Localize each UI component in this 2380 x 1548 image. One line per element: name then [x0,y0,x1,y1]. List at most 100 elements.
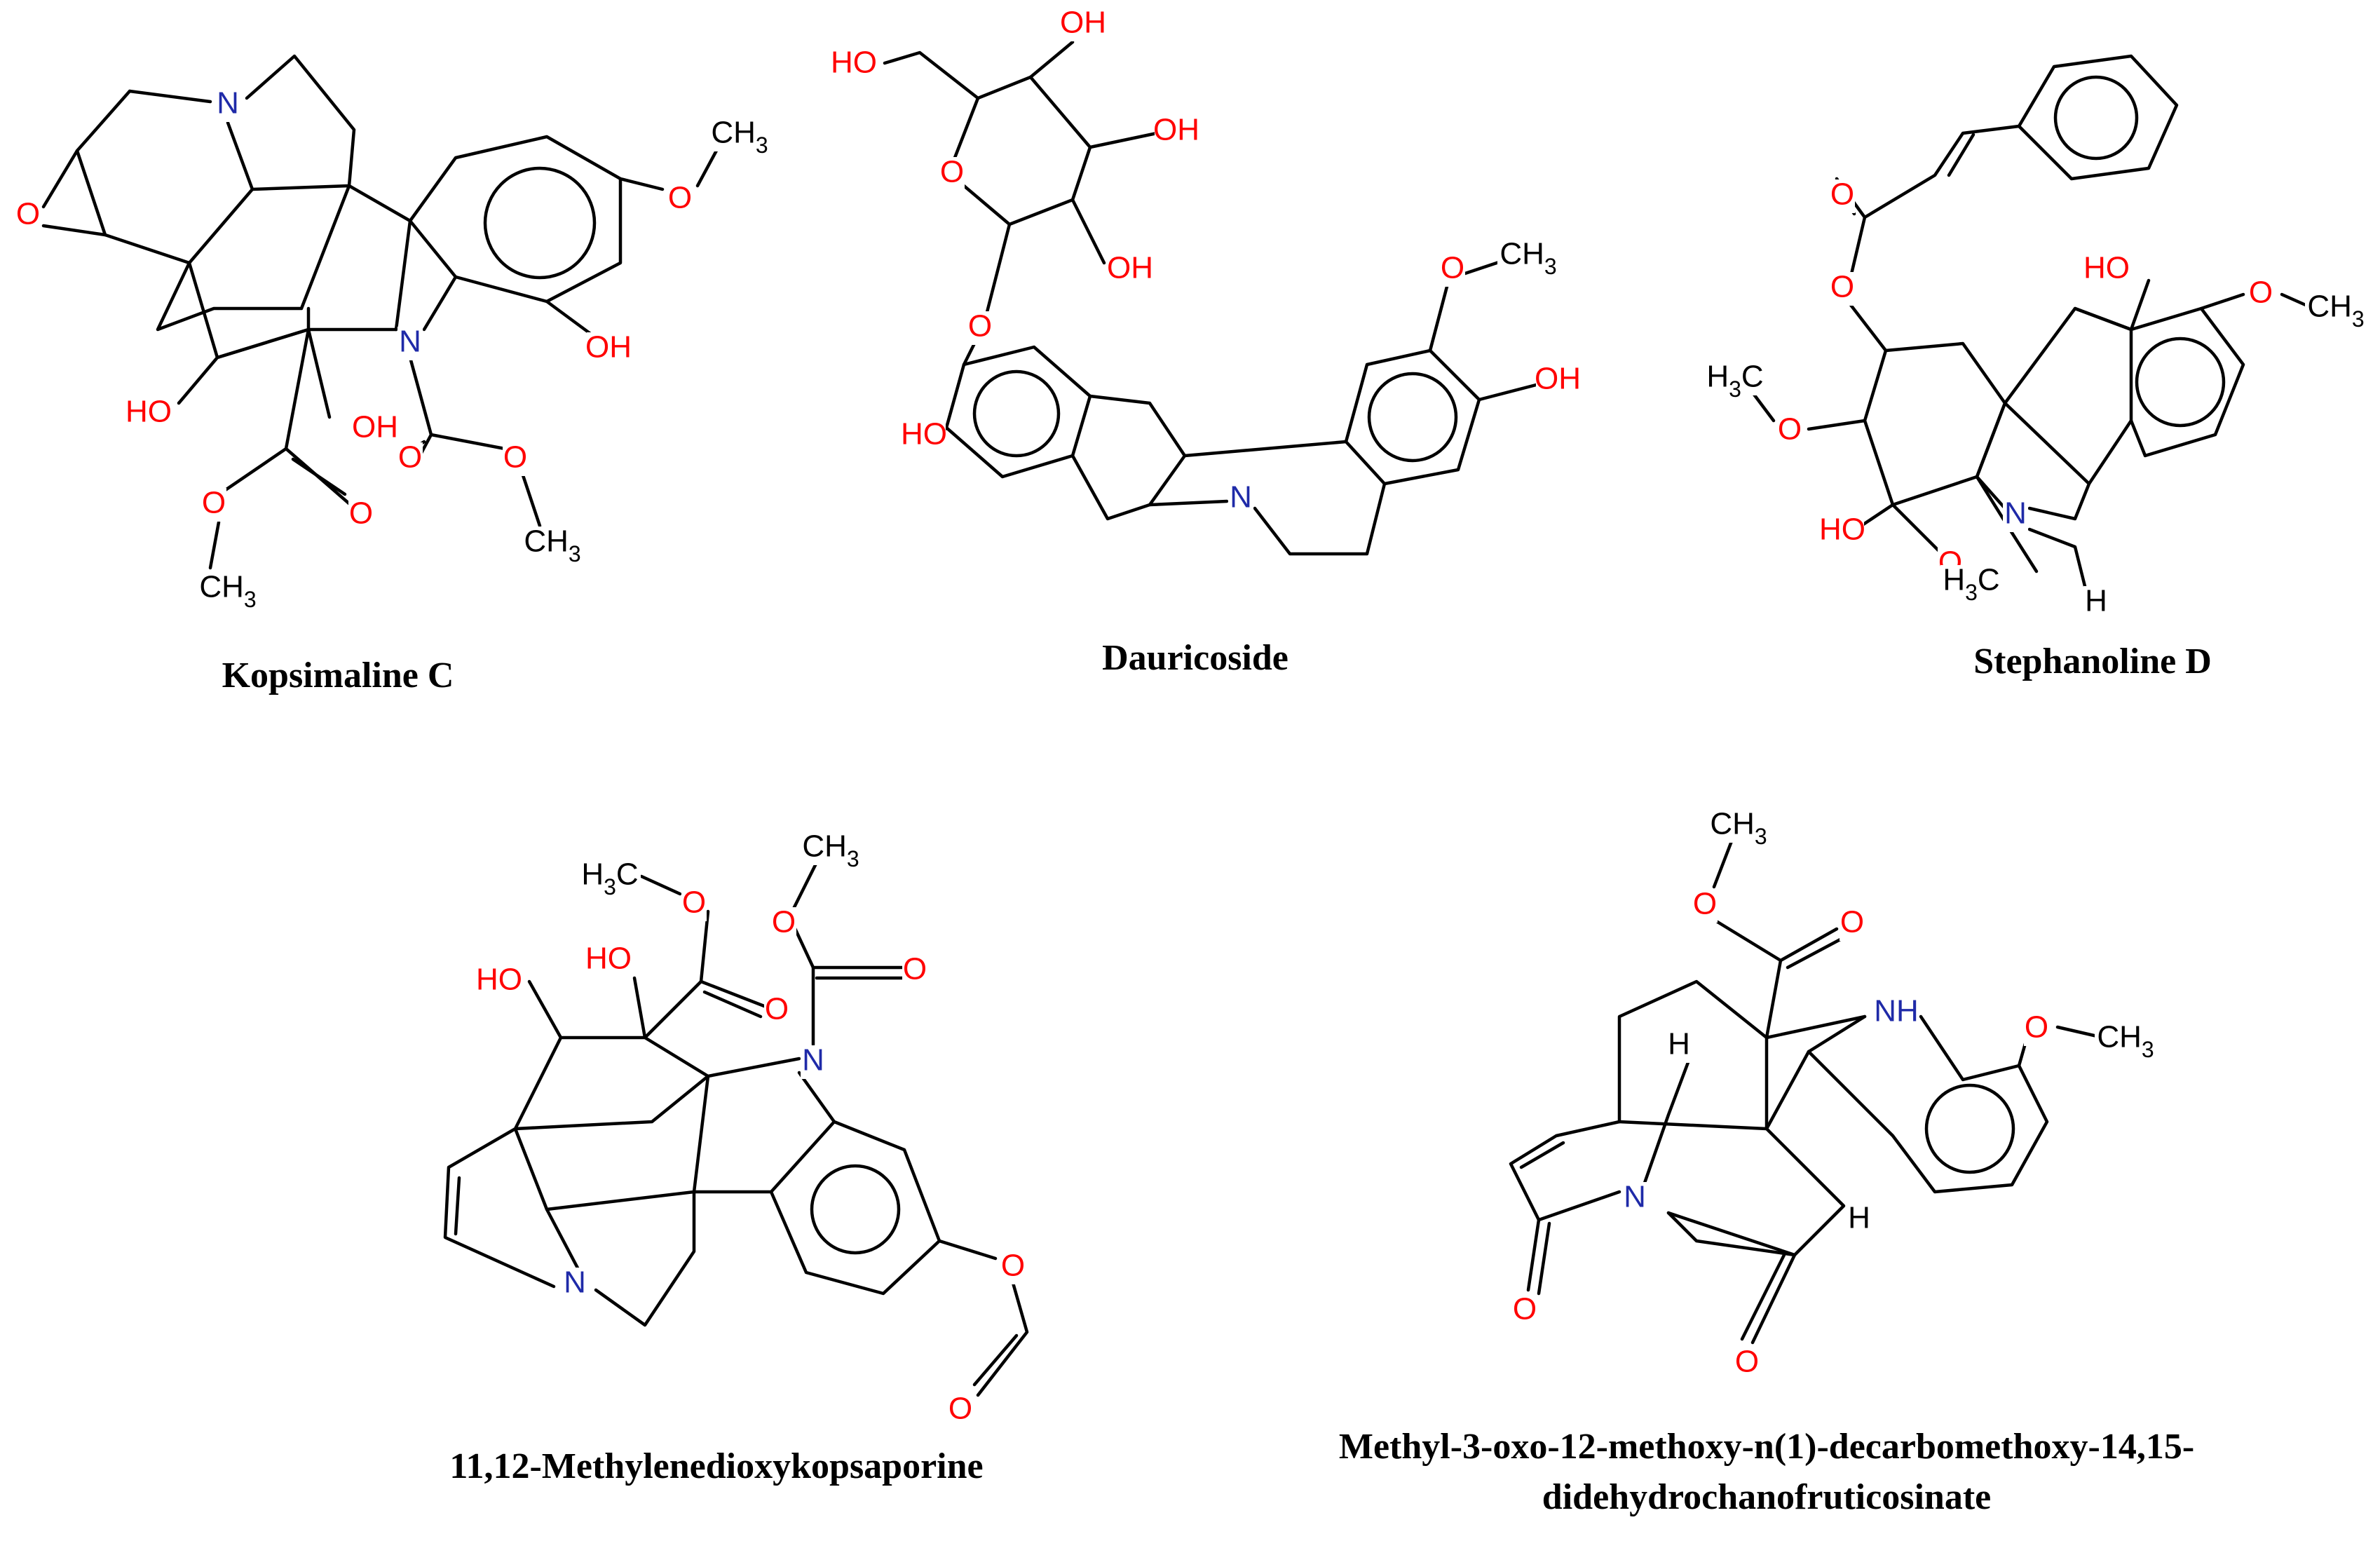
atom-label-o1: O [1830,177,1854,212]
atom-label-o2: O [1840,905,1864,939]
atom-label-backdrop [562,1268,587,1301]
atom-label-backdrop [1622,1182,1647,1216]
atom-label-backdrop [1108,253,1152,287]
atom-label-backdrop [353,412,397,446]
atom-label-o2: O [772,905,796,939]
atom-label-o1: O [1693,887,1717,921]
atom-label-backdrop [587,332,630,366]
atom-label-backdrop [587,944,630,977]
atom-label-backdrop [1840,907,1865,941]
atom-label-o4: O [349,496,373,531]
atom-label-backdrop [397,442,423,476]
atom-label-o4: O [1778,412,1802,447]
atom-label-n1: N [2004,496,2027,531]
atom-label-backdrop [2305,292,2367,325]
caption-didehydrochanofruticosinate: Methyl-3-oxo-12-methoxy-n(1)-decarbometh… [1339,1427,2194,1517]
atom-label-n1: N [1624,1180,1646,1214]
structure-kopsimaline-c [41,54,724,570]
atom-label-ho1: HO [831,46,877,80]
atom-label-n1: N [802,1043,824,1078]
caption-dauricoside: Dauricoside [1102,638,1288,678]
atom-label-backdrop [2085,253,2128,287]
atom-label-backdrop [522,527,583,560]
atom-label-o4: O [903,952,927,986]
atom-label-oh2: HO [125,395,172,429]
caption-stephanoline-d: Stephanoline D [1973,641,2212,681]
atom-label-o1: O [682,885,706,920]
atom-label-backdrop [1061,8,1105,41]
atom-label-ho2: HO [901,417,947,452]
atom-label-o3: O [2025,1010,2048,1045]
atom-label-backdrop [967,311,993,345]
atom-label-backdrop [477,965,521,998]
atom-label-oh3: OH [352,410,398,444]
atom-label-backdrop [667,183,693,217]
atom-label-backdrop [709,118,770,151]
atom-label-backdrop [1704,362,1766,395]
atom-label-o6: O [503,440,527,475]
atom-label-n2: N [399,325,421,359]
atom-label-o2: O [1830,270,1854,304]
atom-label-backdrop [771,907,796,941]
atom-label-backdrop [2095,1022,2156,1056]
atom-label-backdrop [764,994,789,1028]
atom-label-o1: O [16,197,40,231]
atom-label-o1: O [940,155,964,189]
atom-label-oh2: OH [1153,113,1199,147]
atom-label-o2: O [968,309,992,344]
atom-label-backdrop [127,397,170,430]
atom-label-ho2: HO [585,942,632,976]
atom-label-backdrop [681,888,707,921]
atom-label-backdrop [579,860,641,893]
atom-label-backdrop [1708,809,1769,843]
atom-label-n1: N [217,86,239,121]
atom-label-o4: O [1513,1292,1537,1326]
atom-label-backdrop [1497,239,1559,273]
atom-label-h2: H [1848,1201,1870,1235]
atom-label-o3: O [765,992,789,1026]
atom-label-o3: O [202,486,226,520]
atom-label-o5: O [1001,1249,1025,1283]
atom-label-oh1: OH [1060,6,1106,40]
structure-stephanoline-d [1750,54,2316,591]
atom-label-backdrop [1228,482,1253,516]
atom-label-backdrop [215,88,240,122]
caption-kopsimaline-c: Kopsimaline C [222,656,454,695]
atom-label-o5: O [398,440,422,475]
atom-label-ho1: HO [476,963,522,997]
atom-label-backdrop [1155,115,1198,149]
atom-label-o3: O [2249,276,2273,310]
atom-label-backdrop [832,48,876,81]
atom-label-n2: N [564,1265,586,1300]
atom-label-backdrop [503,442,528,476]
atom-label-backdrop [1777,414,1802,448]
atom-label-backdrop [15,199,41,233]
atom-label-backdrop [1692,889,1718,923]
atom-label-backdrop [1830,272,1855,306]
atom-label-backdrop [201,488,226,522]
atom-label-backdrop [939,157,965,191]
atom-label-backdrop [1821,515,1864,548]
atom-label-n1: N [1230,480,1252,515]
atom-label-nh1: NH [1874,994,1919,1028]
atom-label-backdrop [1875,996,1918,1030]
structure-dauricoside [883,40,1541,556]
atom-label-backdrop [1536,364,1579,398]
atom-label-backdrop [902,954,927,988]
atom-label-ho1: HO [2083,251,2130,285]
atom-label-backdrop [801,1045,826,1079]
atom-label-o2: O [668,181,692,215]
atom-label-backdrop [1940,565,2002,599]
atom-label-backdrop [2024,1012,2049,1046]
atom-label-backdrop [1440,253,1465,287]
captions: Kopsimaline C Dauricoside Stephanoline D… [222,638,2212,1517]
atom-label-backdrop [197,572,259,606]
atom-label-backdrop [1734,1347,1760,1380]
atom-label-oh3: OH [1107,251,1153,285]
structure-didehydrochanofruticosinate [1509,839,2105,1345]
atom-label-h1: H [2085,584,2107,618]
atom-label-o6: O [948,1392,972,1426]
atom-label-ho2: HO [1819,512,1865,547]
